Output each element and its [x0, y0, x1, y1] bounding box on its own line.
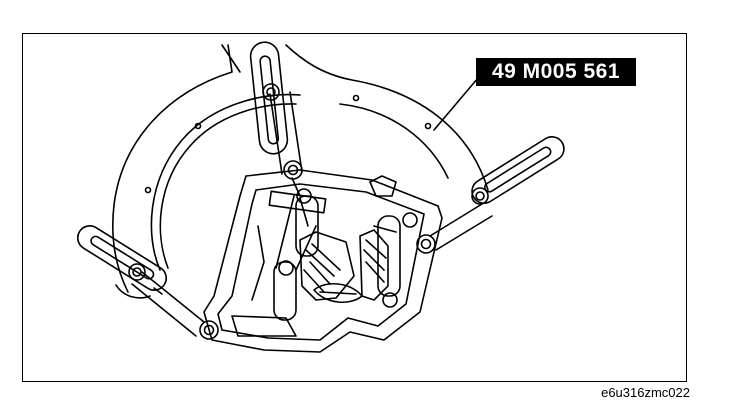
figure-code: e6u316zmc022 — [601, 385, 690, 400]
housing-bolt-hole — [424, 122, 432, 130]
transaxle-case — [203, 169, 443, 353]
support-rods — [273, 177, 401, 321]
support-arm-right — [416, 136, 565, 254]
leader-line — [433, 77, 479, 131]
support-arm-left — [76, 225, 219, 340]
figure-frame — [22, 33, 687, 382]
housing-bolt-hole — [144, 186, 152, 194]
mounting-bolts — [278, 188, 418, 308]
part-number-label: 49 M005 561 — [476, 58, 636, 86]
housing-bolt-hole — [194, 122, 202, 130]
converter-housing — [111, 44, 489, 299]
support-arm-top — [249, 41, 303, 180]
housing-bolt-hole — [352, 94, 360, 102]
